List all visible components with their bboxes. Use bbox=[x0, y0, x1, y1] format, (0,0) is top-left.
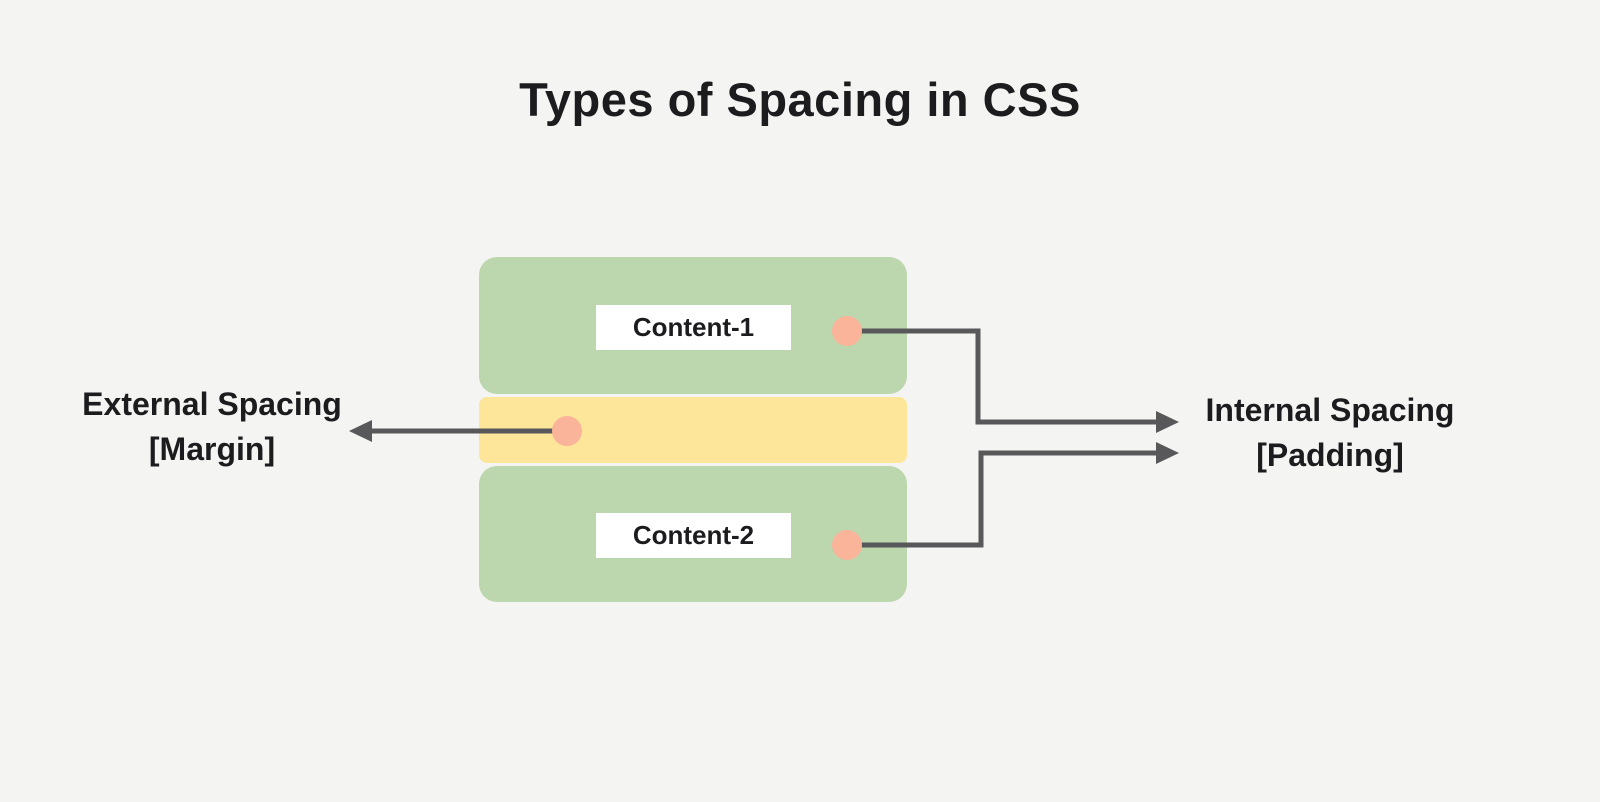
external-spacing-line1: External Spacing bbox=[82, 386, 342, 422]
internal-spacing-line2: [Padding] bbox=[1256, 437, 1404, 473]
arrowhead-right-top-icon bbox=[1156, 411, 1179, 433]
internal-spacing-annotation: Internal Spacing [Padding] bbox=[1180, 388, 1480, 478]
content-2-label-text: Content-2 bbox=[632, 520, 755, 550]
content-2-label: Content-2 bbox=[596, 513, 791, 558]
external-spacing-annotation: External Spacing [Margin] bbox=[62, 382, 362, 472]
internal-spacing-line1: Internal Spacing bbox=[1205, 392, 1455, 428]
external-spacing-line2: [Margin] bbox=[148, 431, 276, 467]
arrowhead-right-bottom-icon bbox=[1156, 442, 1179, 464]
page-title: Types of Spacing in CSS bbox=[519, 73, 1081, 126]
content-1-label-text: Content-1 bbox=[632, 312, 755, 342]
content-1-label: Content-1 bbox=[596, 305, 791, 350]
margin-band bbox=[479, 397, 907, 463]
